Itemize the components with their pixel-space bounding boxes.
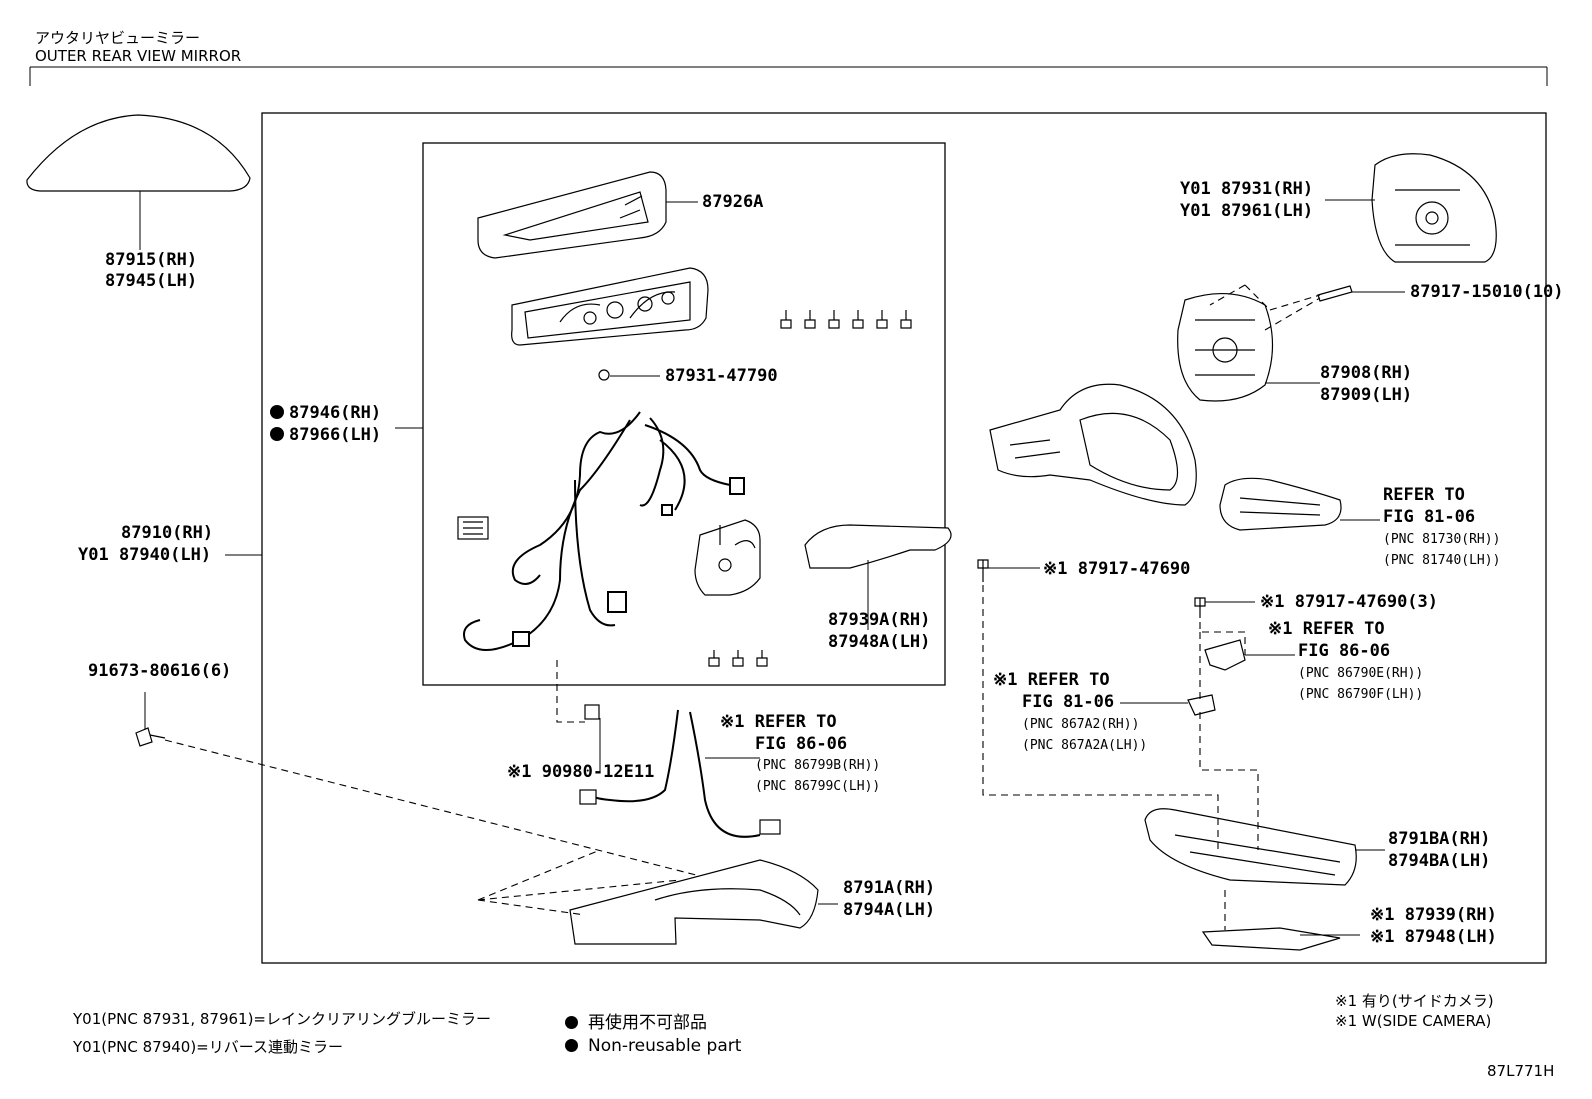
ref-label: FIG 86-06 (755, 734, 847, 754)
part-label: 87939A(RH) (828, 610, 930, 630)
screw-set-drawing (780, 310, 912, 329)
y01-note-2: Y01(PNC 87940)=リバース連動ミラー (73, 1038, 343, 1056)
part-label: Y01 87940(LH) (78, 545, 211, 565)
leader-lines (139, 191, 1405, 936)
ref-pnc: (PNC 81740(LH)) (1383, 553, 1500, 568)
part-label: ※1 87917-47690(3) (1260, 592, 1438, 612)
wire-harness-drawing (463, 411, 745, 651)
bolt-drawing (135, 727, 166, 747)
part-label: 87966(LH) (289, 425, 381, 445)
part-label: 87915(RH) (105, 250, 197, 270)
motor-unit-drawing (694, 519, 761, 596)
ref-pnc: (PNC 86799C(LH)) (755, 779, 880, 794)
lower-housing-drawing (569, 859, 819, 945)
non-reusable-dot-icon (565, 1016, 578, 1029)
ref-label: ※1 REFER TO (1268, 619, 1385, 639)
ref-label: FIG 81-06 (1383, 507, 1475, 527)
lower-cover-drawing (804, 524, 952, 569)
part-label: ※1 90980-12E11 (507, 762, 654, 782)
ref-pnc: (PNC 867A2(RH)) (1022, 717, 1139, 732)
connector-drawing (457, 516, 489, 540)
clip-drawing (598, 369, 610, 381)
side-camera-note-jp: ※1 有り(サイドカメラ) (1335, 992, 1494, 1010)
part-label: 8791BA(RH) (1388, 829, 1490, 849)
non-reusable-marker (270, 427, 284, 441)
part-label: ※1 87948(LH) (1370, 927, 1497, 947)
part-label: 87948A(LH) (828, 632, 930, 652)
ref-pnc: (PNC 86790E(RH)) (1298, 666, 1423, 681)
turn-signal-drawing (1219, 477, 1342, 531)
mirror-housing-drawing (989, 383, 1197, 506)
header-bracket (29, 66, 1548, 86)
title-jp: アウタリヤビューミラー (35, 29, 201, 47)
garnish-drawing (477, 171, 667, 259)
small-connector-drawing (584, 704, 600, 720)
ref-label: FIG 86-06 (1298, 641, 1390, 661)
ref-label: ※1 REFER TO (993, 670, 1110, 690)
ref-pnc: (PNC 81730(RH)) (1383, 532, 1500, 547)
side-cable-drawing (579, 709, 781, 838)
camera-screw-3-drawing (1194, 597, 1206, 618)
part-label: ※1 87939(RH) (1370, 905, 1497, 925)
camera-bracket-drawing (1204, 639, 1246, 671)
part-label: 87917-15010(10) (1410, 282, 1564, 302)
legend-jp: 再使用不可部品 (565, 1008, 707, 1033)
mirror-glass-drawing (1371, 153, 1497, 263)
puddle-lens-drawing (1201, 927, 1341, 951)
side-camera-note-en: ※1 W(SIDE CAMERA) (1335, 1012, 1492, 1030)
figure-id: 87L771H (1487, 1062, 1555, 1080)
labels: 87915(RH) 87945(LH) 87946(RH) 87966(LH) … (78, 179, 1564, 947)
non-reusable-marker (270, 405, 284, 419)
ref-label: FIG 81-06 (1022, 692, 1114, 712)
part-label: 8794A(LH) (843, 900, 935, 920)
under-cover-drawing (1144, 808, 1357, 886)
side-camera-drawing (1187, 694, 1216, 716)
sub-assembly-frame (422, 142, 946, 686)
part-label: 87945(LH) (105, 271, 197, 291)
ref-pnc: (PNC 86799B(RH)) (755, 758, 880, 773)
part-label: 87908(RH) (1320, 363, 1412, 383)
mirror-screw-drawing (1317, 285, 1353, 302)
dashed-lines (164, 284, 1321, 930)
part-label: 87946(RH) (289, 403, 381, 423)
inner-housing-drawing (511, 267, 709, 346)
part-label: 87909(LH) (1320, 385, 1412, 405)
legend-en: Non-reusable part (565, 1036, 741, 1056)
part-label: 91673-80616(6) (88, 661, 231, 681)
part-label: 87926A (702, 192, 763, 212)
main-assembly-frame (261, 112, 1547, 964)
camera-screw-drawing (977, 559, 989, 582)
y01-note-1: Y01(PNC 87931, 87961)=レインクリアリングブルーミラー (73, 1010, 492, 1028)
ref-pnc: (PNC 867A2A(LH)) (1022, 738, 1147, 753)
mirror-cover-drawing (26, 114, 251, 192)
mirror-actuator-drawing (1177, 293, 1274, 402)
part-label: 8794BA(LH) (1388, 851, 1490, 871)
ref-label: REFER TO (1383, 485, 1465, 505)
part-label: 87910(RH) (121, 523, 213, 543)
ref-pnc: (PNC 86790F(LH)) (1298, 687, 1423, 702)
part-label: 87931-47790 (665, 366, 778, 386)
part-label: ※1 87917-47690 (1043, 559, 1190, 579)
non-reusable-dot-icon (565, 1039, 578, 1052)
part-label: 8791A(RH) (843, 878, 935, 898)
ref-label: ※1 REFER TO (720, 712, 837, 732)
title-en: OUTER REAR VIEW MIRROR (35, 47, 242, 65)
part-label: Y01 87931(RH) (1180, 179, 1313, 199)
screw-set-small-drawing (708, 650, 768, 667)
part-label: Y01 87961(LH) (1180, 201, 1313, 221)
